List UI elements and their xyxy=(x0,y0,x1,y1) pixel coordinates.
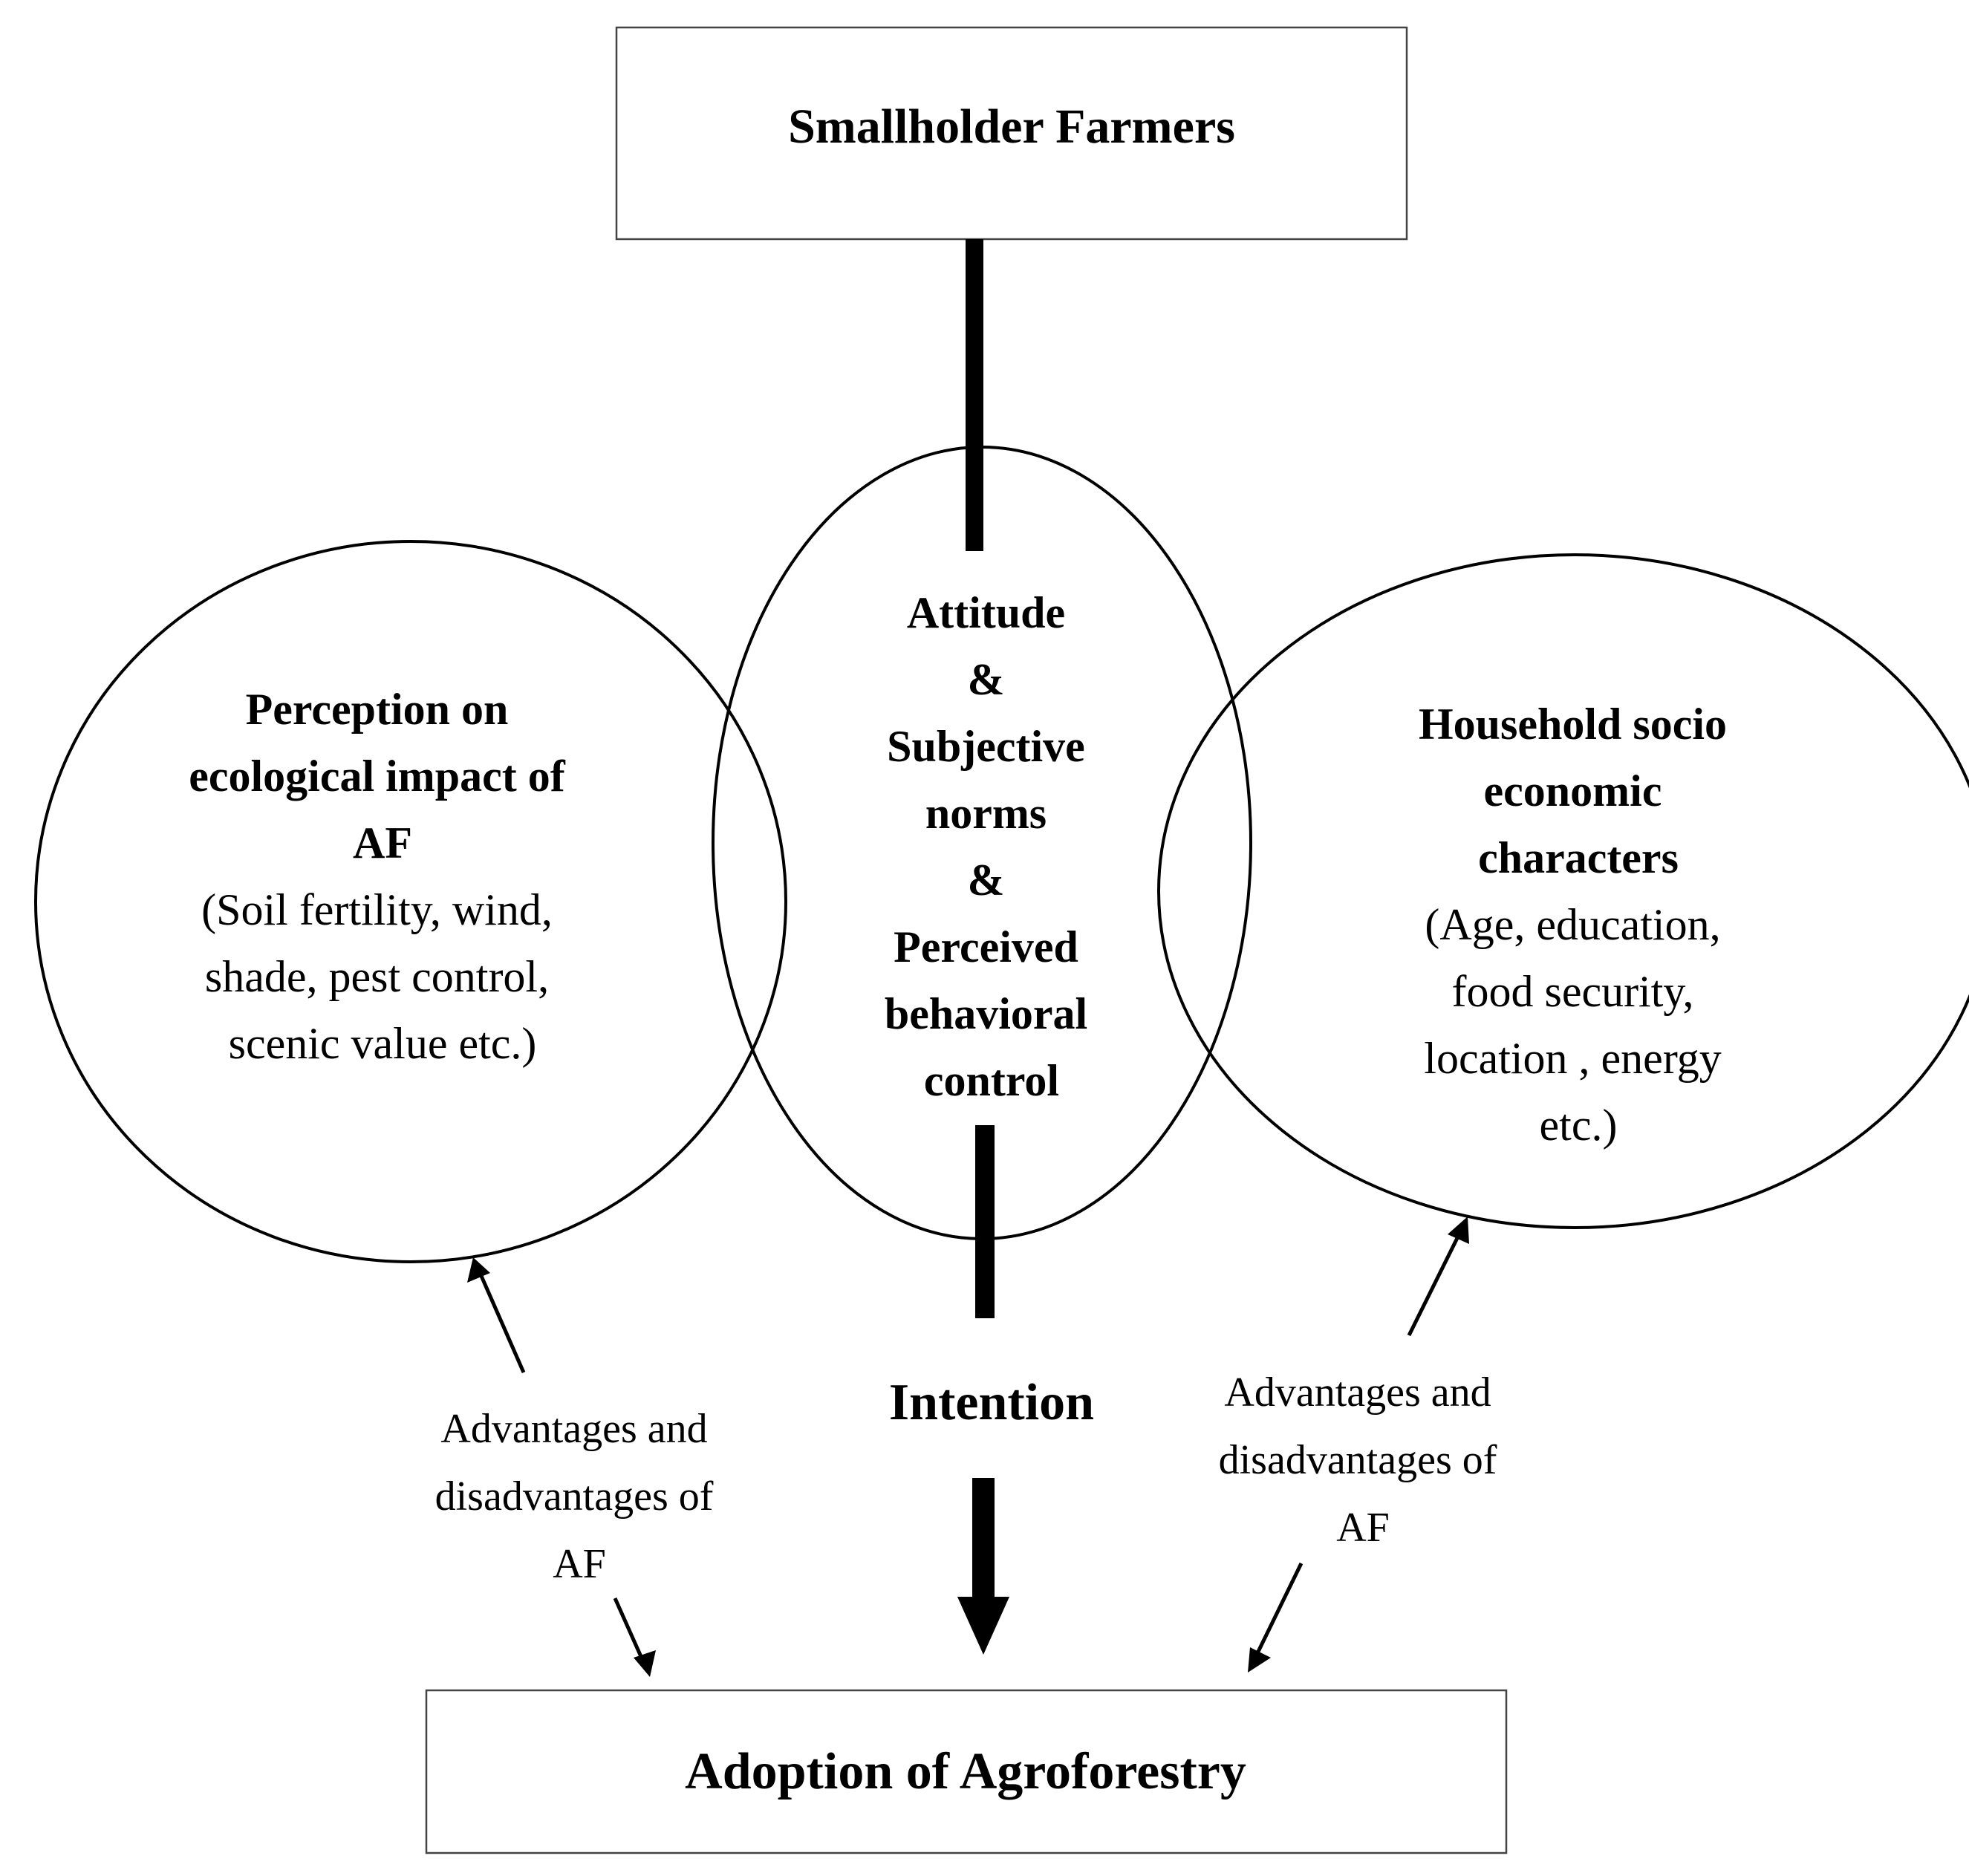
household-title-line: Household socio xyxy=(1419,700,1727,749)
left-up-arrow-head xyxy=(467,1257,490,1283)
household-characters-title: Household socio economic characters xyxy=(1419,700,1738,882)
ecological-detail-line: shade, pest control, xyxy=(205,952,549,1001)
center-line: norms xyxy=(925,789,1047,838)
adoption-arrow-head xyxy=(957,1597,1009,1655)
adoption-arrow-shaft xyxy=(972,1478,995,1604)
left-note-line: AF xyxy=(553,1541,606,1587)
intention-connector-bar xyxy=(975,1125,995,1318)
household-detail-line: etc.) xyxy=(1540,1101,1618,1150)
right-note-line: AF xyxy=(1336,1505,1390,1551)
ecological-perception-details: (Soil fertility, wind, shade, pest contr… xyxy=(201,885,564,1068)
household-title-line: characters xyxy=(1478,833,1679,882)
center-line: Subjective xyxy=(887,722,1085,771)
household-characters-circle xyxy=(1157,553,1969,1229)
top-connector-bar xyxy=(966,239,983,551)
left-note-line: disadvantages of xyxy=(435,1473,714,1520)
household-characters-details: (Age, education, food security, location… xyxy=(1424,900,1732,1150)
ecological-detail-line: (Soil fertility, wind, xyxy=(201,885,553,934)
left-advantages-note: Advantages and disadvantages of AF xyxy=(435,1406,724,1587)
intention-label: Intention xyxy=(889,1374,1094,1431)
center-line: & xyxy=(968,655,1005,704)
left-up-arrow-line xyxy=(479,1274,526,1374)
ecological-detail-line: scenic value etc.) xyxy=(229,1019,537,1068)
household-detail-line: (Age, education, xyxy=(1425,900,1720,949)
adoption-agroforestry-label: Adoption of Agroforestry xyxy=(685,1743,1246,1800)
center-line: Perceived xyxy=(894,922,1078,971)
right-up-arrow-head xyxy=(1448,1217,1469,1244)
right-note-line: Advantages and xyxy=(1224,1369,1491,1416)
right-note-line: disadvantages of xyxy=(1219,1437,1497,1483)
attitude-norms-control-text: Attitude & Subjective norms & Perceived … xyxy=(885,588,1099,1105)
attitude-norms-control-ellipse xyxy=(712,446,1252,1240)
right-up-arrow-line xyxy=(1407,1235,1460,1337)
adoption-agroforestry-box xyxy=(425,1689,1508,1854)
right-advantages-note: Advantages and disadvantages of AF xyxy=(1219,1369,1508,1551)
right-down-arrow-line xyxy=(1254,1562,1304,1656)
smallholder-farmers-label: Smallholder Farmers xyxy=(788,100,1235,154)
left-note-line: Advantages and xyxy=(440,1406,707,1452)
smallholder-farmers-box xyxy=(615,26,1408,241)
ecological-perception-circle xyxy=(34,540,787,1263)
left-down-arrow-line xyxy=(613,1597,645,1661)
left-down-arrow-head xyxy=(634,1650,656,1677)
ecological-title-line: ecological impact of xyxy=(189,752,566,801)
household-detail-line: location , energy xyxy=(1424,1034,1721,1083)
ecological-title-line: Perception on xyxy=(246,685,509,734)
household-detail-line: food security, xyxy=(1451,967,1693,1016)
center-line: behavioral xyxy=(885,989,1087,1038)
center-line: Attitude xyxy=(907,588,1065,637)
ecological-title-line: AF xyxy=(353,818,412,867)
right-down-arrow-head xyxy=(1248,1647,1271,1673)
ecological-perception-title: Perception on ecological impact of AF xyxy=(189,685,576,867)
center-line: & xyxy=(968,856,1005,905)
household-title-line: economic xyxy=(1484,766,1662,815)
center-line: control xyxy=(924,1056,1059,1105)
